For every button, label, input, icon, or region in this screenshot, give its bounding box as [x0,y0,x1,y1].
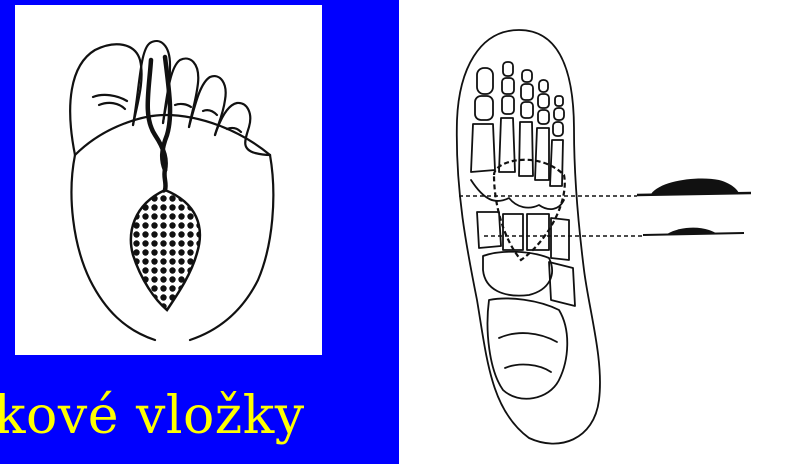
right-illustration-panel [399,0,794,464]
slide-caption: kové vložky [0,386,305,446]
foot-pad-illustration-icon [15,5,322,355]
left-illustration-panel [15,5,322,355]
foot-skeleton-illustration-icon [399,0,794,464]
